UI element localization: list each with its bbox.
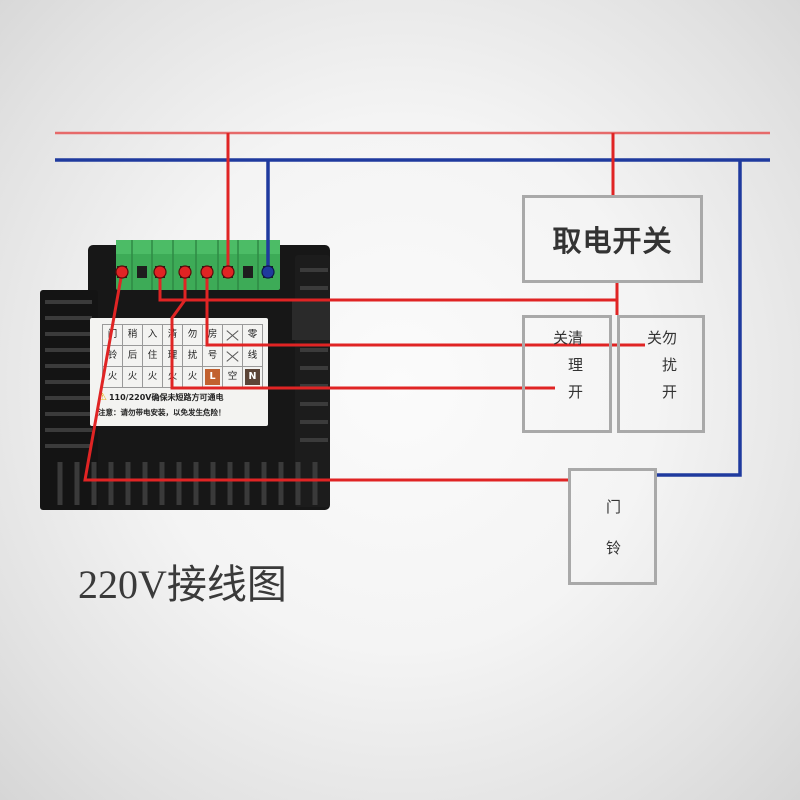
cleaning-switch-box: 清理开关 xyxy=(522,315,612,433)
doorbell-neutral-wire xyxy=(657,160,742,477)
do-not-disturb-wire xyxy=(205,272,645,347)
device-label: 门 铃 火 稍 后 火 入 住 火 清 理 火 勿 扰 火 房 号 L 空 零 … xyxy=(90,318,268,426)
label-cell: 火 xyxy=(103,367,123,388)
label-cell: 入 xyxy=(143,325,163,346)
live-terminal-tag: L xyxy=(205,369,220,385)
do-not-disturb-switch-label: 勿扰开关 xyxy=(645,330,678,411)
warning-text: 110/220V确保未短路方可通电 xyxy=(108,393,224,402)
label-cell-crossed xyxy=(223,346,243,367)
power-switch-box: 取电开关 xyxy=(522,195,703,283)
label-cell: 线 xyxy=(243,346,263,367)
doorbell-box: 门铃 xyxy=(568,468,657,585)
doorbell-wire xyxy=(83,271,568,482)
power-switch-label: 取电开关 xyxy=(552,224,673,258)
warning-line: ⚠ 110/220V确保未短路方可通电 xyxy=(98,392,223,403)
label-cell: 稍 xyxy=(123,325,143,346)
label-cell: 勿 xyxy=(183,325,203,346)
warning-icon: ⚠ xyxy=(98,392,107,403)
label-cell: 铃 xyxy=(103,346,123,367)
diagram-caption: 220V接线图 xyxy=(78,562,287,607)
label-cell: 扰 xyxy=(183,346,203,367)
terminal-connection-dots xyxy=(115,265,275,279)
label-cell: 火 xyxy=(123,367,143,388)
do-not-disturb-switch-box: 勿扰开关 xyxy=(617,315,705,433)
caution-note: 注意：请勿带电安装，以免发生危险！ xyxy=(98,408,226,417)
cleaning-switch-label: 清理开关 xyxy=(551,330,584,411)
power-switch-output-wire xyxy=(158,272,619,315)
label-cell: 后 xyxy=(123,346,143,367)
doorbell-label: 门铃 xyxy=(604,498,622,581)
label-cell: 火 xyxy=(143,367,163,388)
label-cell: 住 xyxy=(143,346,163,367)
cleaning-wire xyxy=(170,272,555,390)
label-cell: 门 xyxy=(103,325,123,346)
neutral-terminal-tag: N xyxy=(244,369,261,385)
